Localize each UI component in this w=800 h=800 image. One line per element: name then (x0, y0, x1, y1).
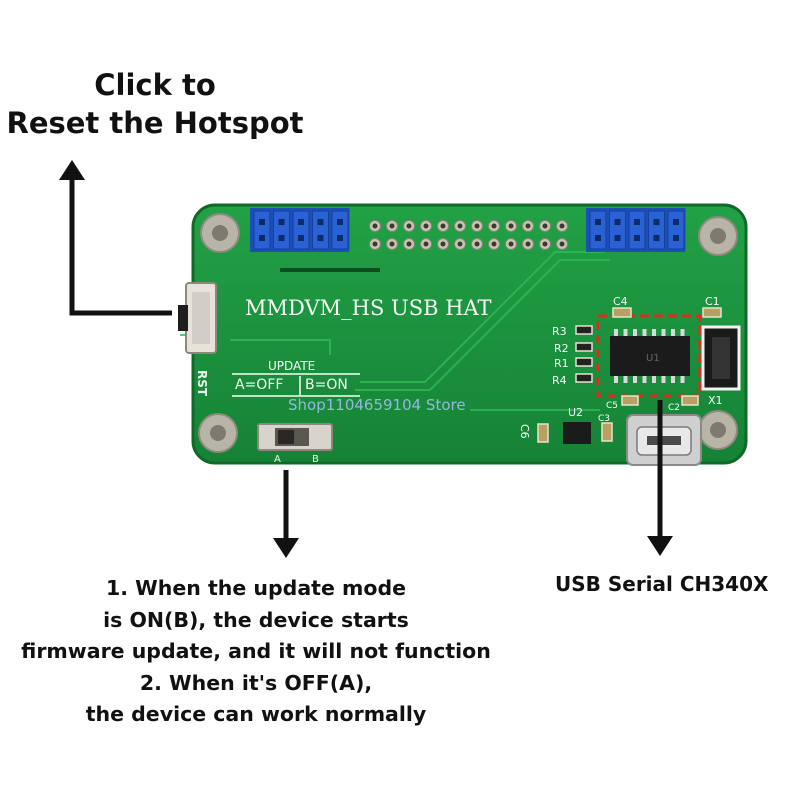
chip-pin (614, 329, 618, 336)
chip-pin (633, 329, 637, 336)
chip-pin (652, 376, 656, 383)
reset-hotspot-title: Click to Reset the Hotspot (0, 66, 310, 142)
update-note-line-4: 2. When it's OFF(A), (139, 670, 373, 695)
switch-pin-a: A (274, 454, 281, 465)
chip-pin (671, 376, 675, 383)
mount-hole-tl (200, 213, 240, 253)
chip-pin (623, 329, 628, 336)
mount-hole-tr (698, 216, 738, 256)
ch340-chip: U1 (610, 329, 690, 383)
label-c4: C4 (613, 295, 628, 308)
usb-serial-note: USB Serial CH340X (555, 570, 800, 598)
header-pin (648, 210, 665, 250)
update-note-line-3: firmware update, and it will not functio… (21, 639, 491, 663)
reset-title-line-1: Click to (94, 68, 216, 102)
mounting-holes (198, 213, 738, 453)
label-r4: R4 (552, 374, 567, 387)
label-c5: C5 (606, 401, 618, 411)
switch-pin-b: B (312, 454, 319, 465)
switch-a-label: A=OFF (235, 377, 283, 393)
label-c2: C2 (668, 403, 680, 413)
header-pin (609, 210, 626, 250)
header-pin (253, 210, 271, 250)
chip-pin (652, 329, 656, 336)
chip-pin (623, 376, 628, 383)
rst-label: RST (195, 370, 209, 397)
chip-pin (680, 329, 685, 336)
mount-hole-br (698, 410, 738, 450)
reset-title-line-2: Reset the Hotspot (6, 106, 304, 140)
chip-pin (633, 376, 637, 383)
u1-label: U1 (646, 353, 660, 364)
mount-hole-bl (198, 413, 238, 453)
update-slide-switch[interactable] (257, 423, 333, 451)
usb-serial-arrow (647, 400, 673, 556)
switch-b-label: B=ON (305, 377, 348, 393)
chip-pin (661, 329, 666, 336)
update-note-line-5: the device can work normally (85, 702, 427, 726)
chip-pin (614, 376, 618, 383)
blue-pin-header-left (250, 208, 350, 252)
reset-arrow (59, 160, 172, 316)
header-pin (273, 210, 290, 250)
store-watermark: Shop1104659104 Store (288, 396, 466, 414)
chip-pin (642, 329, 647, 336)
crystal-x1 (701, 325, 741, 391)
x1-label: X1 (708, 394, 723, 407)
header-pin (628, 210, 646, 250)
chip-pin (671, 329, 675, 336)
label-c1: C1 (705, 295, 720, 308)
chip-pin (661, 376, 666, 383)
header-pin (667, 210, 685, 250)
micro-usb-port[interactable] (626, 414, 702, 466)
ch340-highlight-box (596, 314, 702, 398)
header-pin (312, 210, 329, 250)
label-r2: R2 (554, 342, 569, 355)
label-u2: U2 (568, 406, 583, 419)
label-r1: R1 (554, 357, 569, 370)
update-mode-note: 1. When the update mode is ON(B), the de… (0, 573, 512, 731)
smd-components (537, 307, 722, 444)
label-r3: R3 (552, 325, 567, 338)
header-pin (292, 210, 310, 250)
update-switch-arrow (273, 470, 299, 558)
header-pin (589, 210, 607, 250)
update-label: UPDATE (268, 359, 315, 373)
label-c6: C6 (518, 424, 531, 439)
blue-pin-header-right (586, 208, 686, 252)
pcb-traces (180, 251, 610, 411)
update-note-line-2: is ON(B), the device starts (103, 607, 409, 632)
update-note-line-1: 1. When the update mode (105, 576, 407, 600)
usb-serial-label: USB Serial CH340X (555, 572, 769, 596)
chip-pin (642, 376, 647, 383)
header-pin (331, 210, 349, 250)
board-title: MMDVM_HS USB HAT (245, 296, 492, 320)
label-c3: C3 (598, 414, 610, 424)
gpio-header-holes (369, 220, 568, 250)
chip-pin (680, 376, 685, 383)
reset-button[interactable] (178, 282, 217, 354)
